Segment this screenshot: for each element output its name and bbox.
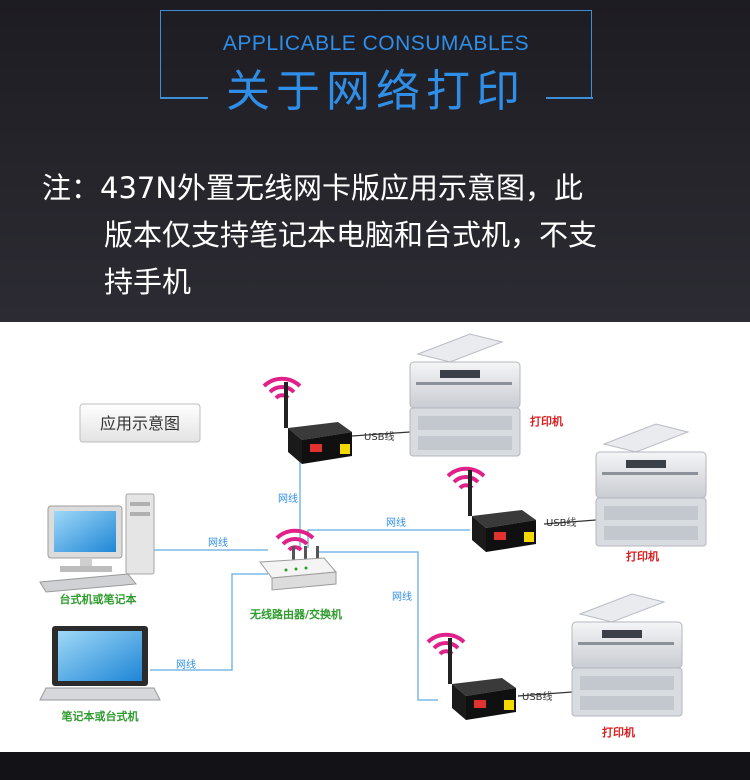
network-diagram: 应用示意图 台式机或笔记本 笔记本或台式机 无线路由器/交换机 (0, 322, 750, 752)
note-line-1: 注：437N外置无线网卡版应用示意图，此 (42, 171, 584, 205)
laptop-icon (39, 626, 161, 701)
usb-label-3: USB线 (522, 690, 553, 703)
header-banner: APPLICABLE CONSUMABLES 关于网络打印 注：437N外置无线… (0, 0, 750, 322)
title-frame-left-tail (160, 97, 208, 99)
usb-cables (351, 431, 597, 697)
printer-1-icon (409, 333, 521, 457)
wireless-adapter-2-icon (446, 466, 536, 552)
laptop-label: 笔记本或台式机 (62, 709, 139, 723)
net-label-middle: 网线 (386, 516, 406, 529)
note-line-2: 版本仅支持笔记本电脑和台式机，不支 (104, 218, 598, 252)
desktop-computer-icon (39, 493, 155, 593)
net-label-laptop: 网线 (176, 658, 196, 671)
printer-3-icon (571, 593, 683, 717)
title-english: APPLICABLE CONSUMABLES (222, 32, 530, 55)
diagram-label-text: 应用示意图 (100, 414, 180, 433)
usb-label-1: USB线 (364, 430, 395, 443)
title-chinese: 关于网络打印 (226, 66, 526, 117)
printer-3-label: 打印机 (602, 725, 635, 739)
title-frame-right-tail (546, 97, 593, 99)
diagram-label-box: 应用示意图 (79, 403, 201, 443)
router-label: 无线路由器/交换机 (249, 607, 342, 621)
wireless-adapter-1-icon (262, 376, 352, 464)
desktop-label: 台式机或笔记本 (60, 592, 137, 606)
printer-2-icon (595, 423, 707, 547)
net-label-desktop: 网线 (208, 536, 228, 549)
router-icon (259, 528, 338, 591)
title-frame (160, 10, 592, 98)
printer-2-label: 打印机 (626, 549, 659, 563)
net-label-top: 网线 (278, 492, 298, 505)
network-diagram-svg: 应用示意图 台式机或笔记本 笔记本或台式机 无线路由器/交换机 (39, 333, 707, 739)
printer-1-label: 打印机 (530, 414, 563, 428)
wireless-adapter-3-icon (426, 632, 516, 720)
footer-bar (0, 752, 750, 780)
note-line-3: 持手机 (104, 265, 192, 299)
usb-label-2: USB线 (546, 516, 577, 529)
net-label-bottom: 网线 (392, 590, 412, 603)
